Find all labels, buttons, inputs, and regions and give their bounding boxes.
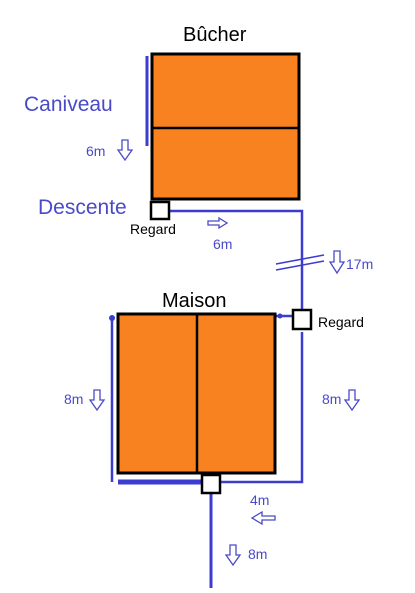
regard-label-right: Regard [318,314,364,330]
down-arrow-icon [116,139,134,162]
measure-side-run: 17m [346,256,374,272]
regard-box-top [149,200,171,221]
measure-bottom-horizontal: 4m [250,492,270,508]
caniveau-label: Caniveau [24,93,113,116]
right-arrow-icon [207,216,229,230]
pipe-main [170,209,304,311]
descente-label: Descente [38,196,127,219]
pipe-maison-right [221,332,304,484]
measure-horizontal-run: 6m [213,236,233,252]
bucher-building [150,52,301,201]
measure-maison-right: 8m [322,391,342,407]
measure-bottom-vertical: 8m [248,546,268,562]
regard-label-top: Regard [130,221,176,237]
measure-maison-left: 8m [64,391,84,407]
regard-box-bottom [200,473,222,495]
down-arrow-icon [328,250,346,275]
measure-caniveau: 6m [86,143,106,159]
down-arrow-icon [343,389,361,412]
down-arrow-icon [224,544,242,567]
break-mark-2 [275,260,325,271]
left-arrow-icon [250,510,276,526]
bucher-label: Bûcher [183,24,247,46]
maison-label: Maison [162,290,227,312]
pipe-dot-right [277,313,283,319]
regard-box-right [291,308,313,331]
pipe-dot-left [109,315,115,321]
down-arrow-icon [88,389,106,412]
break-mark-1 [275,254,325,265]
